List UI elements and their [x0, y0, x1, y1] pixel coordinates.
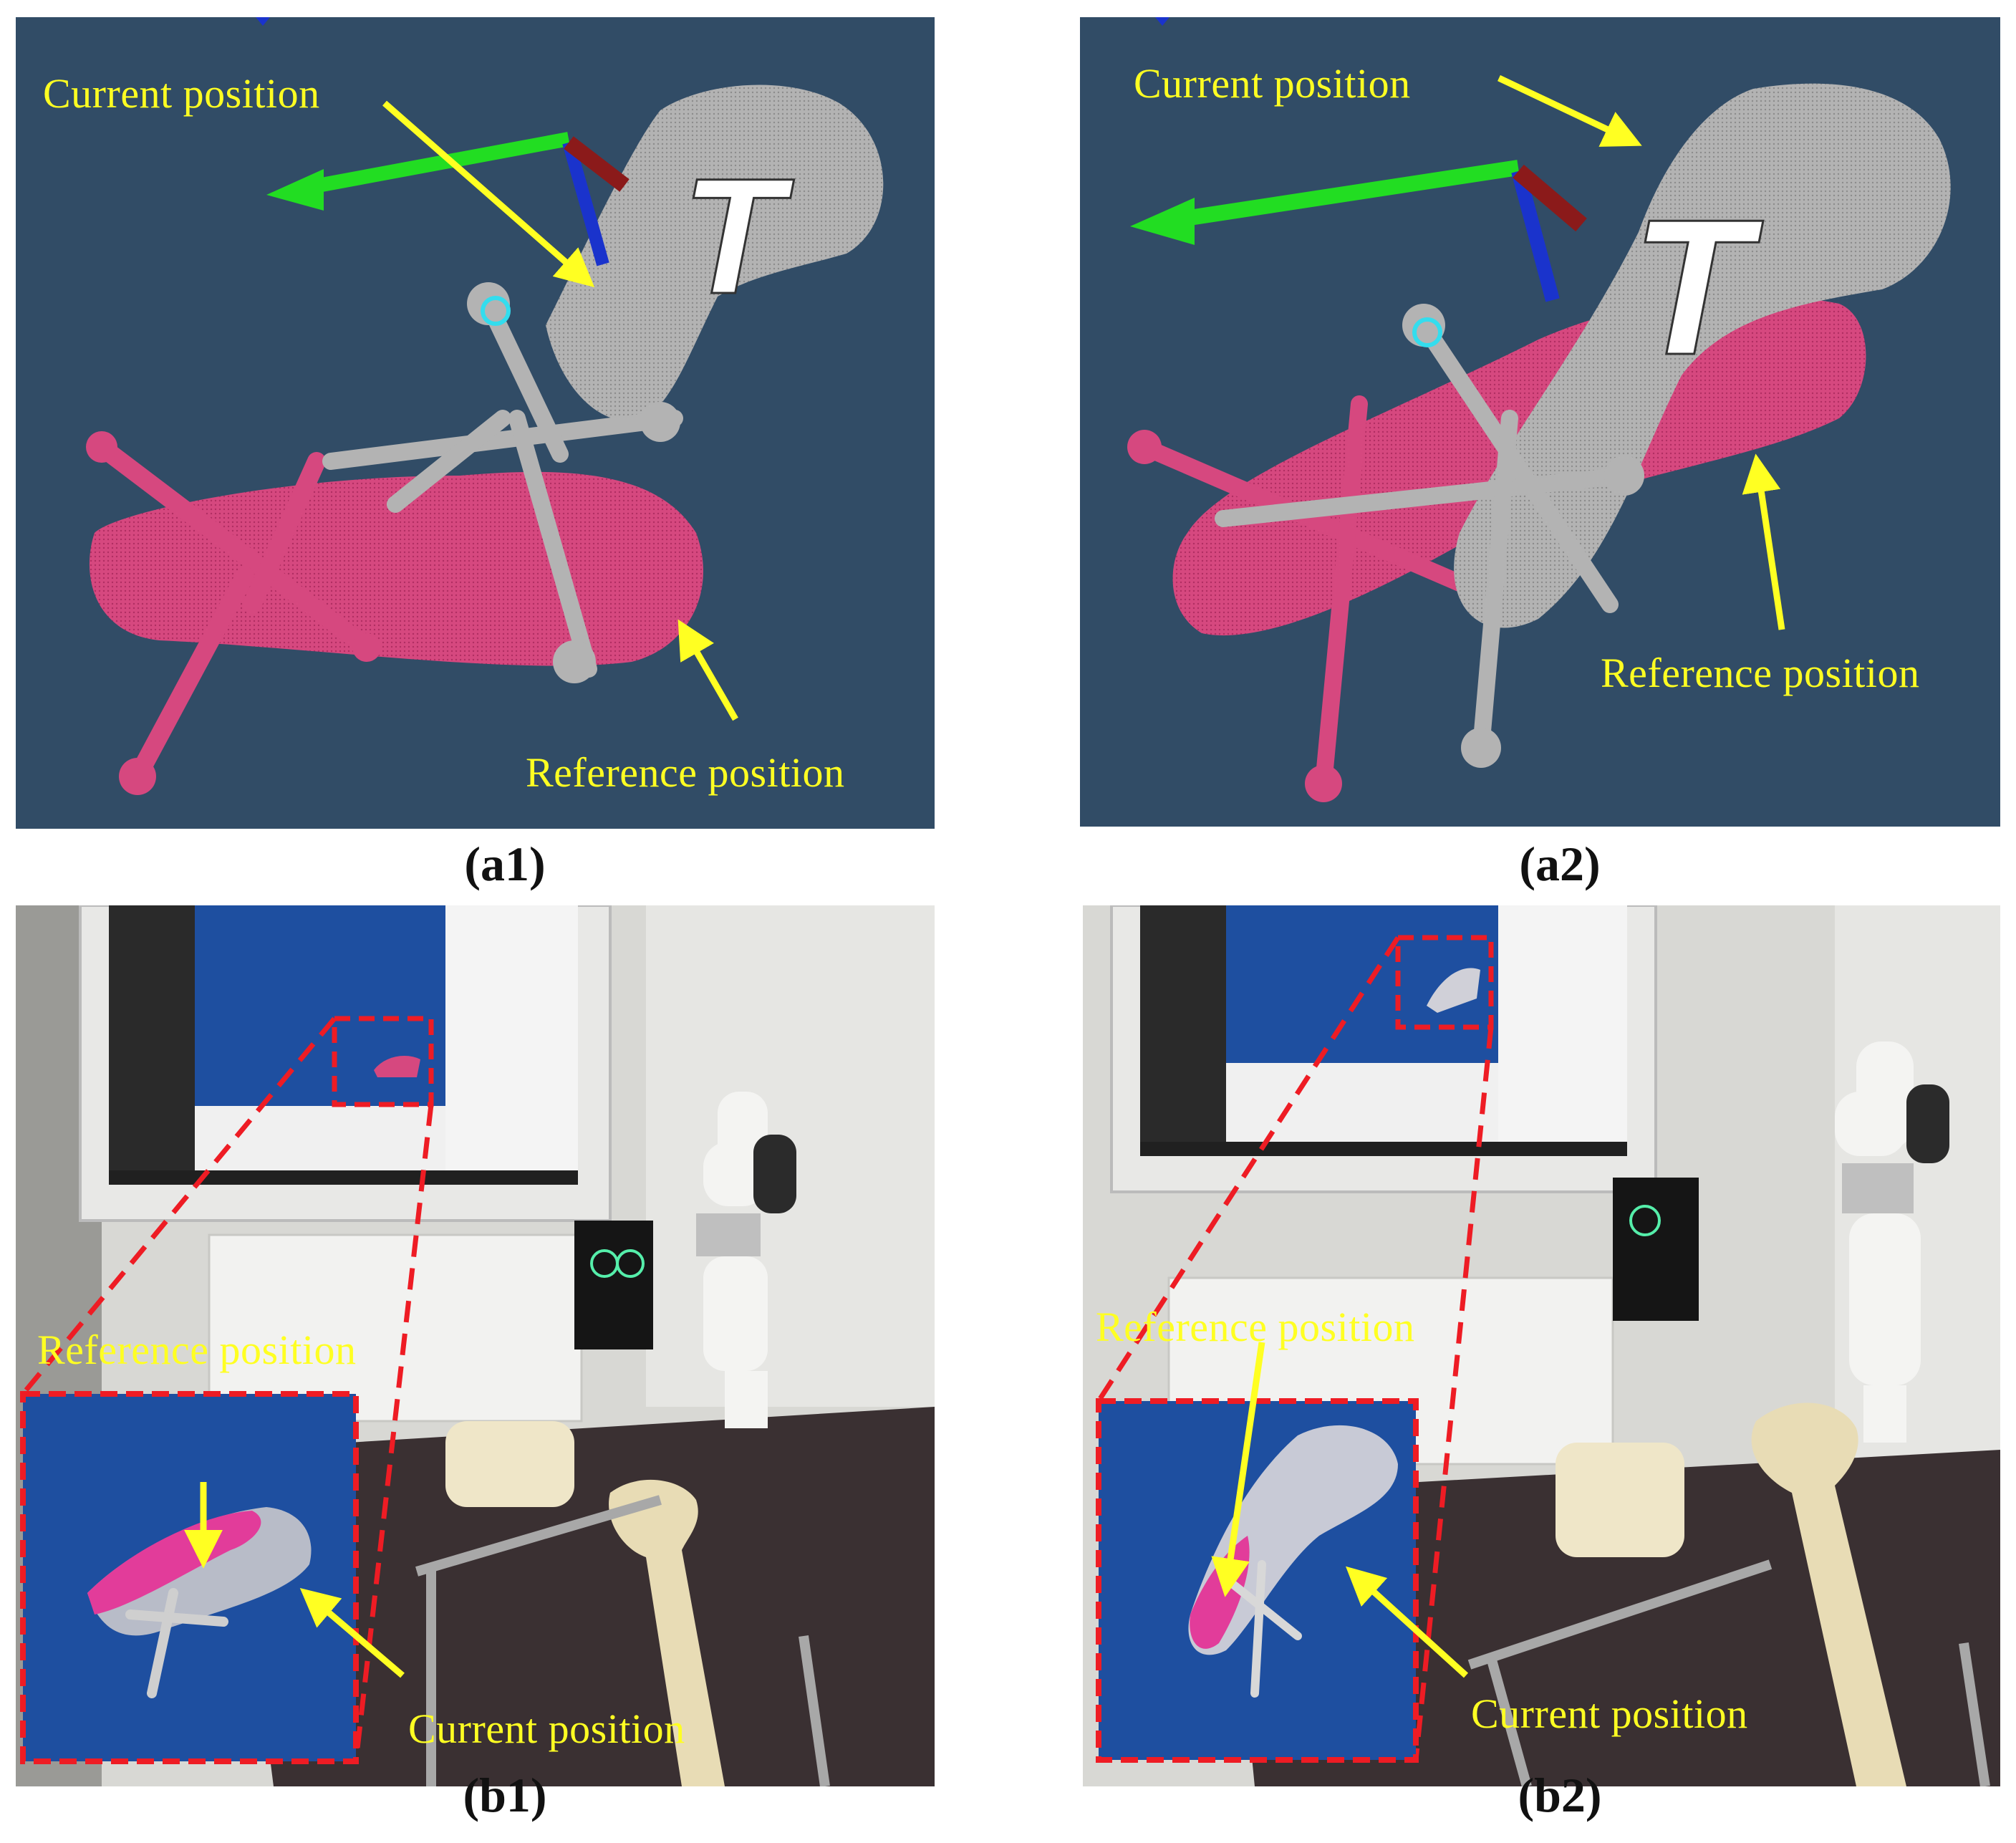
z-axis-arrow [562, 140, 609, 266]
zoom-inset [20, 1391, 405, 1764]
overlay-letter-t: T [682, 144, 794, 328]
panel-a2-scene: T [1127, 17, 1951, 802]
reference-position-arrow [1742, 453, 1785, 630]
x-axis-arrow [564, 136, 630, 192]
y-axis-arrow [1164, 160, 1520, 229]
reference-position-arrow [677, 619, 738, 721]
current-position-label: Current position [1134, 60, 1411, 107]
caption-a1: (a1) [464, 837, 546, 891]
y-axis-arrow [297, 132, 570, 196]
current-position-arrow [299, 1587, 405, 1678]
table [231, 1407, 935, 1786]
current-position-label: Current position [1471, 1690, 1748, 1737]
current-position-arrow [1497, 74, 1642, 147]
zoom-inset [1096, 1342, 1469, 1763]
current-position-arrow [1345, 1566, 1469, 1678]
coordinate-axes [256, 17, 630, 266]
zoom-source-box [332, 1016, 434, 1107]
current-position-label: Current position [408, 1705, 685, 1752]
panel-a2-render: T Current position Reference position [1080, 17, 2000, 827]
panel-a1-scene: T [86, 17, 884, 795]
zoom-source-box [1395, 935, 1494, 1030]
current-position-label: Current position [43, 70, 320, 117]
caption-b1: (b1) [463, 1768, 547, 1822]
bone-phantom [445, 1421, 725, 1786]
caption-a2: (a2) [1519, 837, 1601, 891]
current-position-arrow [382, 100, 595, 288]
robot-arm [696, 1092, 796, 1428]
caption-b2: (b2) [1518, 1768, 1602, 1822]
reference-position-label: Reference position [1096, 1304, 1415, 1350]
panel-b2-photo: Reference position Current position [1083, 905, 2000, 1786]
zoom-connector-left [1096, 936, 1400, 1402]
coordinate-axes [1130, 17, 1587, 302]
panel-b2-scene [1083, 905, 2000, 1786]
current-bone-model [1215, 83, 1951, 768]
x-axis-arrow [1513, 164, 1587, 232]
zoom-connector-right [353, 1104, 434, 1762]
z-axis-arrow [1511, 169, 1560, 302]
current-bone-model [322, 85, 884, 683]
reference-position-arrow [1211, 1342, 1265, 1597]
reference-position-label: Reference position [1601, 650, 1920, 696]
bone-phantom [1556, 1402, 1906, 1786]
overlay-letter-t: T [1631, 180, 1765, 395]
panel-a1-render: T Current position Reference position [16, 17, 935, 829]
reference-position-label: Reference position [37, 1327, 357, 1373]
panel-b1-scene [16, 905, 935, 1786]
robot-arm [1835, 1041, 1949, 1443]
reference-position-label: Reference position [526, 749, 845, 796]
zoom-connector-left [21, 1016, 337, 1396]
panel-b1-photo: Reference position Current position [16, 905, 935, 1786]
reference-bone-model [86, 431, 703, 795]
